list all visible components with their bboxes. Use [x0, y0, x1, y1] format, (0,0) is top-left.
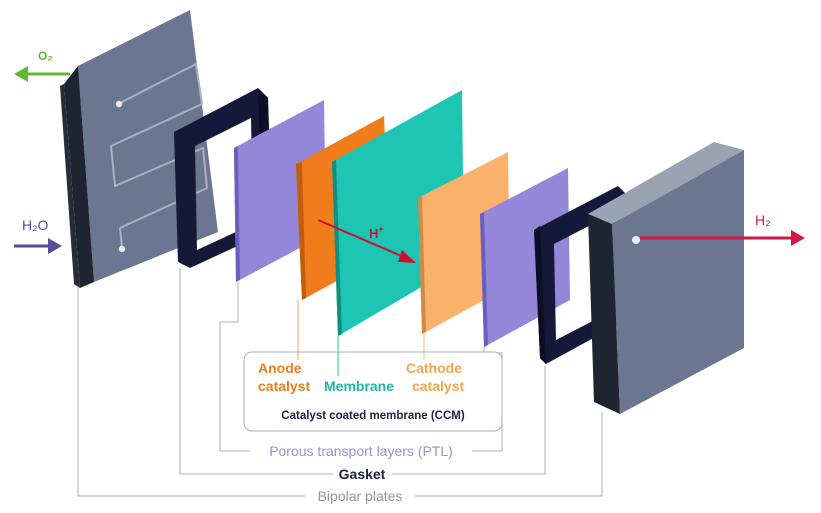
cathode-catalyst-label-line2: catalyst	[412, 378, 464, 394]
port-hole-right	[632, 236, 640, 244]
arrow-h2o-icon	[14, 238, 62, 254]
ptl-label: Porous transport layers (PTL)	[269, 443, 453, 459]
anode-catalyst-label-line1: Anode	[258, 360, 302, 376]
gasket-label: Gasket	[339, 466, 386, 482]
gasket-leader-right	[392, 366, 546, 475]
bipolar-plates-label: Bipolar plates	[318, 488, 403, 504]
h-plus-label: H+	[369, 224, 384, 241]
cathode-catalyst-label-line1: Cathode	[406, 360, 462, 376]
membrane-label: Membrane	[324, 378, 394, 394]
ptl-leader-left	[219, 282, 250, 452]
ccm-label: Catalyst coated membrane (CCM)	[281, 410, 465, 422]
bipolar-leader-left	[77, 282, 305, 497]
anode-catalyst-label-line2: catalyst	[258, 378, 310, 394]
arrow-o2-icon	[14, 66, 70, 82]
arrow-hplus-icon	[317, 219, 416, 263]
bipolar-plate-right	[588, 142, 744, 414]
port-hole-top	[115, 100, 123, 108]
h2o-label: H₂O	[22, 217, 49, 233]
gasket-leader-left	[179, 268, 333, 475]
arrow-h2-icon	[640, 230, 805, 246]
ptl-leader-right	[472, 347, 503, 452]
port-hole-bottom	[118, 245, 126, 253]
leader-lines	[77, 268, 603, 497]
h2-label: H₂	[755, 212, 771, 228]
o2-label: O₂	[38, 49, 53, 63]
ccm-box	[243, 351, 503, 432]
bipolar-leader-right	[415, 412, 603, 497]
